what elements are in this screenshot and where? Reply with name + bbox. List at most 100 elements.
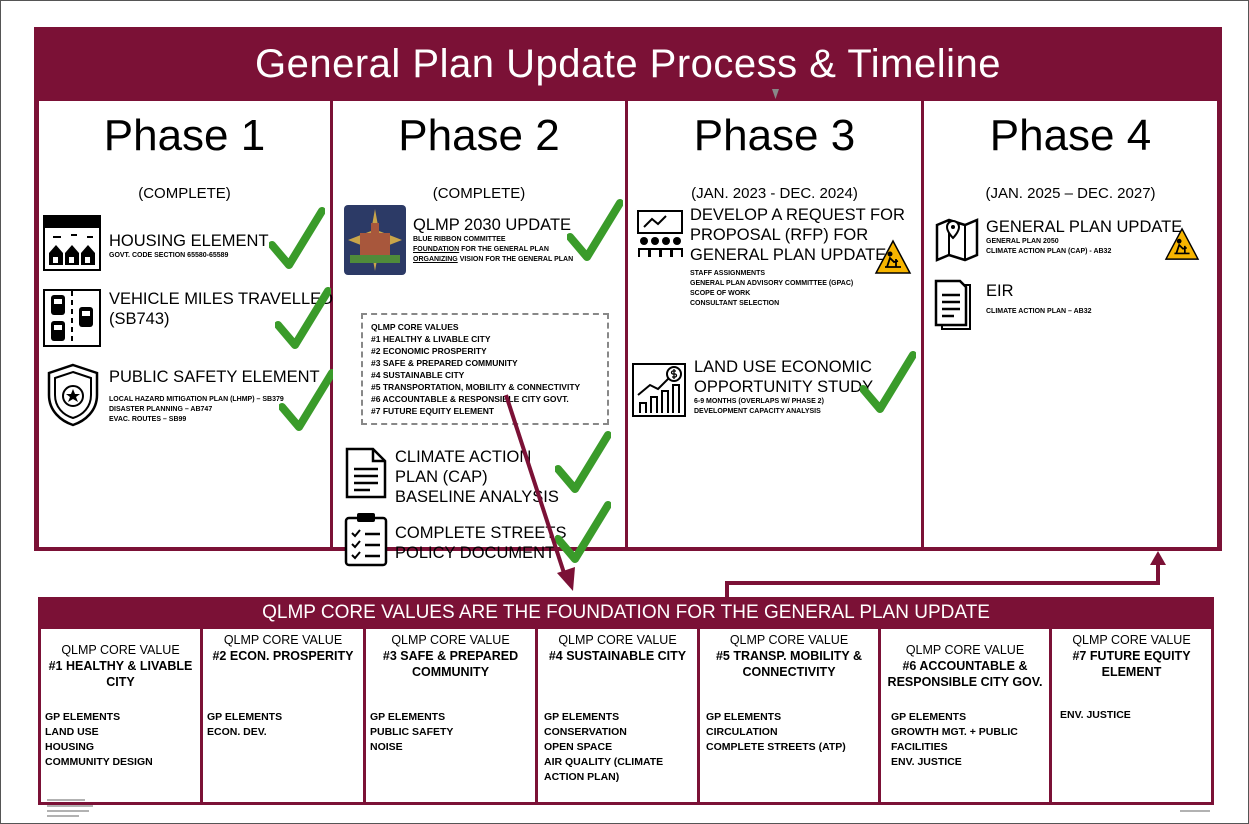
core-value-line: #6 ACCOUNTABLE & RESPONSIBLE CITY GOVT. <box>371 394 569 404</box>
item-subtitle: ORGANIZING VISION FOR THE GENERAL PLAN <box>413 255 573 265</box>
phase-title: Phase 1 <box>103 111 266 160</box>
core-value-line: #2 ECONOMIC PROSPERITY <box>371 346 487 356</box>
column-heading: RESPONSIBLE CITY GOV. <box>887 675 1043 689</box>
arrow-head <box>1150 551 1166 565</box>
qlmp-logo-icon <box>344 205 406 275</box>
timeline-panel: General Plan Update Process & Timeline P… <box>34 27 1222 567</box>
map-pin-icon <box>935 218 979 262</box>
column-heading: #4 SUSTAINABLE CITY <box>548 649 687 663</box>
item-title: OPPORTUNITY STUDY <box>694 378 874 396</box>
core-value-column-6: QLMP CORE VALUE #6 ACCOUNTABLE & RESPONS… <box>881 629 1052 802</box>
list-item: COMPLETE STREETS (ATP) <box>706 741 846 753</box>
houses-icon <box>43 215 101 271</box>
gp-elements-list: GP ELEMENTS GROWTH MGT. + PUBLIC FACILIT… <box>891 710 1018 770</box>
underlined-keyword: FOUNDATION <box>413 246 460 253</box>
list-item: ACTION PLAN) <box>544 771 620 783</box>
checkmark-icon <box>860 351 916 413</box>
work-in-progress-sign-icon <box>874 239 912 274</box>
item-title: PLAN (CAP) <box>395 468 488 486</box>
column-heading: ELEMENT <box>1101 665 1162 679</box>
item-subtitle: FOUNDATION FOR THE GENERAL PLAN <box>413 245 573 255</box>
small-marker-icon <box>772 89 779 99</box>
phase-status: (COMPLETE) <box>432 185 526 202</box>
list-item: LAND USE <box>45 726 99 738</box>
phase-2-column: Phase 2 (COMPLETE) QLMP 2030 UPDATE BLUE… <box>333 101 625 567</box>
traffic-icon <box>43 289 101 347</box>
underlined-keyword: ORGANIZING <box>413 256 458 263</box>
updated-date-mark <box>1180 810 1210 812</box>
subtitle-text: FOR THE GENERAL PLAN <box>461 246 549 253</box>
general-plan-update-item: GENERAL PLAN UPDATE GENERAL PLAN 2050 CL… <box>986 217 1182 257</box>
growth-chart-icon <box>632 363 686 417</box>
item-subtitle: EVAC. ROUTES – SB99 <box>109 416 187 423</box>
list-item: FACILITIES <box>891 741 948 753</box>
checkmark-icon <box>275 287 331 349</box>
core-value-line: #5 TRANSPORTATION, MOBILITY & CONNECTIVI… <box>371 382 581 392</box>
list-item: GP ELEMENTS <box>544 711 620 723</box>
work-in-progress-sign-icon <box>1164 227 1200 260</box>
phase-status: (JAN. 2025 – DEC. 2027) <box>985 185 1156 202</box>
item-subtitle: BLUE RIBBON COMMITTEE <box>413 236 506 243</box>
item-subtitle: STAFF ASSIGNMENTS <box>690 270 766 277</box>
item-title: PROPOSAL (RFP) FOR <box>690 226 869 244</box>
item-title: LAND USE ECONOMIC <box>694 358 872 376</box>
footnote-mark <box>47 799 93 817</box>
item-title: VEHICLE MILES TRAVELLED <box>109 290 334 308</box>
phase-title: Phase 2 <box>398 111 560 160</box>
checkmark-icon <box>555 501 611 563</box>
clipboard-checklist-icon <box>344 513 388 567</box>
core-values-box: QLMP CORE VALUES #1 HEALTHY & LIVABLE CI… <box>361 313 609 425</box>
item-subtitle: CLIMATE ACTION PLAN – AB32 <box>986 308 1092 315</box>
core-values-table: QLMP CORE VALUE #1 HEALTHY & LIVABLE CIT… <box>38 629 1214 805</box>
item-subtitle: DISASTER PLANNING – AB747 <box>109 406 213 413</box>
gp-elements-list: ENV. JUSTICE <box>1060 708 1131 723</box>
qlmp-update-item: QLMP 2030 UPDATE BLUE RIBBON COMMITTEE F… <box>413 215 573 265</box>
column-heading: #2 ECON. PROSPERITY <box>212 649 354 663</box>
page-title: General Plan Update Process & Timeline <box>254 42 1002 86</box>
report-icon <box>934 279 971 330</box>
climate-action-item: CLIMATE ACTION PLAN (CAP) BASELINE ANALY… <box>395 447 559 507</box>
list-item: GP ELEMENTS <box>45 711 121 723</box>
phase-title: Phase 4 <box>989 111 1152 160</box>
list-item: GROWTH MGT. + PUBLIC <box>891 726 1018 738</box>
checkmark-icon <box>269 207 325 269</box>
list-item: COMMUNITY DESIGN <box>45 756 153 768</box>
column-kicker: QLMP CORE VALUE <box>223 633 343 647</box>
item-subtitle: SCOPE OF WORK <box>690 290 751 297</box>
phase-status: (JAN. 2023 - DEC. 2024) <box>691 185 858 202</box>
phase-title: Phase 3 <box>693 111 856 160</box>
phase-4-column: Phase 4 (JAN. 2025 – DEC. 2027) GENERAL … <box>924 101 1217 547</box>
column-heading: CONNECTIVITY <box>742 665 836 679</box>
column-kicker: QLMP CORE VALUE <box>1072 633 1191 647</box>
item-title: PUBLIC SAFETY ELEMENT <box>109 368 320 386</box>
item-subtitle: DEVELOPMENT CAPACITY ANALYSIS <box>694 408 821 415</box>
item-title: BASELINE ANALYSIS <box>395 488 559 506</box>
phase-3-column: Phase 3 (JAN. 2023 - DEC. 2024) DEVELOP … <box>628 101 921 547</box>
item-title: (SB743) <box>109 310 170 328</box>
item-title: EIR <box>986 282 1014 300</box>
gp-elements-list: GP ELEMENTS LAND USE HOUSING COMMUNITY D… <box>45 710 153 770</box>
item-subtitle: 6-9 MONTHS (OVERLAPS W/ PHASE 2) <box>694 398 824 405</box>
phase-status: (COMPLETE) <box>138 185 231 202</box>
list-item: GP ELEMENTS <box>370 711 446 723</box>
vehicle-miles-item: VEHICLE MILES TRAVELLED (SB743) <box>109 289 333 329</box>
gp-elements-list: GP ELEMENTS CIRCULATION COMPLETE STREETS… <box>706 710 846 755</box>
item-subtitle: CONSULTANT SELECTION <box>690 300 780 307</box>
list-item: HOUSING <box>45 741 95 753</box>
core-value-line: #3 SAFE & PREPARED COMMUNITY <box>371 358 518 368</box>
arrow-to-phase-4 <box>725 563 1160 597</box>
core-value-line: #7 FUTURE EQUITY ELEMENT <box>371 406 495 416</box>
column-heading: #3 SAFE & PREPARED <box>382 649 519 663</box>
core-value-line: #4 SUSTAINABLE CITY <box>371 370 465 380</box>
column-heading: #5 TRANSP. MOBILITY & <box>715 649 863 663</box>
item-title: GENERAL PLAN UPDATE <box>690 246 887 264</box>
list-item: NOISE <box>370 741 403 753</box>
land-use-study-item: LAND USE ECONOMIC OPPORTUNITY STUDY 6-9 … <box>694 357 873 417</box>
core-value-column-5: QLMP CORE VALUE #5 TRANSP. MOBILITY & CO… <box>700 629 881 802</box>
item-title: GENERAL PLAN UPDATE <box>986 218 1183 236</box>
eir-item: EIR CLIMATE ACTION PLAN – AB32 <box>986 281 1092 317</box>
list-item: GP ELEMENTS <box>706 711 782 723</box>
core-value-column-1: QLMP CORE VALUE #1 HEALTHY & LIVABLE CIT… <box>41 629 203 802</box>
core-value-column-4: QLMP CORE VALUE #4 SUSTAINABLE CITY GP E… <box>538 629 700 802</box>
